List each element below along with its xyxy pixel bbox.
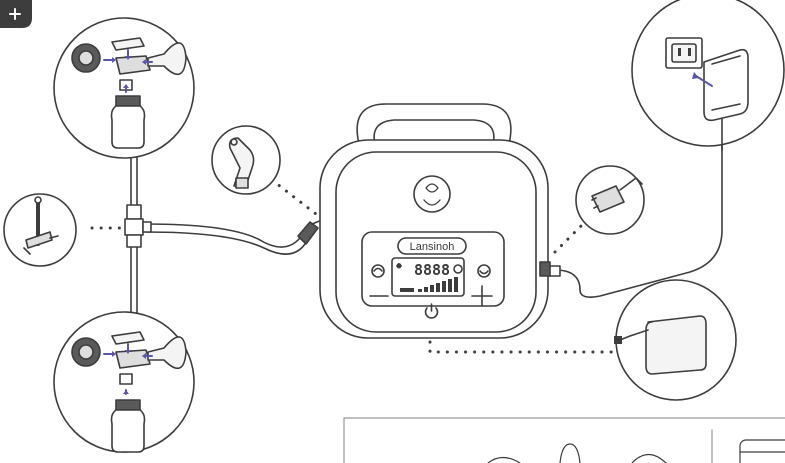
callout-bottom-kit [54,312,194,452]
callout-power-adapter [632,0,784,150]
bottom-contents-panel [344,418,785,463]
elbow-connector-icon [298,220,322,244]
callout-power-plug [576,166,644,234]
callout-top-kit [54,18,194,158]
bottle-icon [112,96,145,148]
lcd-digits: 8888 [414,261,450,279]
brand-label: Lansinoh [410,241,455,253]
callout-battery-pack [614,280,736,400]
pump-unit: Lansinoh 8888 [320,104,550,338]
tee-splitter-icon [125,205,151,247]
callout-elbow-connector [212,126,280,194]
tubing [131,158,305,318]
bottle-icon [112,400,145,452]
valve-icon [72,44,100,72]
callout-tee-connector [4,194,76,266]
valve-icon [72,338,100,366]
corner-tab [0,0,32,28]
